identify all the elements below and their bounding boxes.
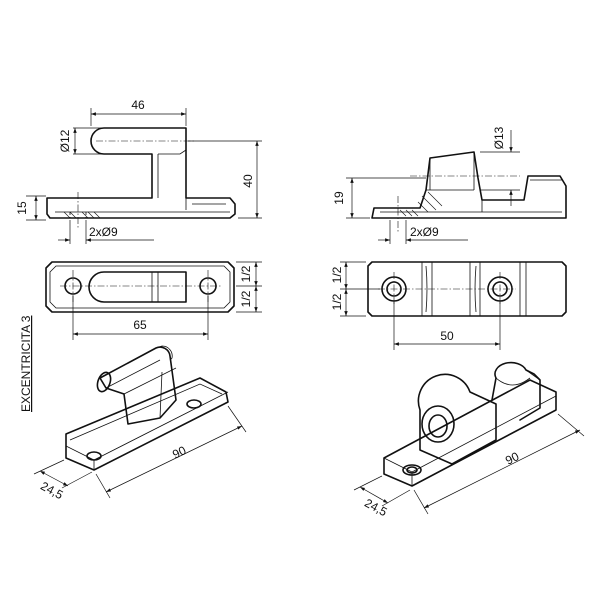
right-iso-base xyxy=(383,379,557,487)
eccentricity-label: EXCENTRICITA 3 xyxy=(19,315,33,412)
right-front-inner-lines xyxy=(380,152,562,213)
dim-15-label: 15 xyxy=(15,201,29,215)
left-dim-90-label: 90 xyxy=(170,443,188,462)
right-dim-90-line xyxy=(423,429,581,509)
dim-50-label: 50 xyxy=(440,329,454,343)
right-front-outline xyxy=(371,151,567,219)
left-iso-hole-1 xyxy=(86,451,102,461)
left-iso-pin xyxy=(99,346,177,425)
left-front-inner-lines xyxy=(55,149,230,213)
dim-right-half-top: 1/2 xyxy=(330,266,344,283)
left-dim-245-line xyxy=(39,470,69,487)
right-top-view: 1/2 1/2 50 xyxy=(330,261,567,350)
dim-19-label: 19 xyxy=(332,191,346,205)
right-iso-hole-1-outer xyxy=(402,464,422,476)
left-iso-pin-end xyxy=(96,371,112,393)
left-top-pin-step xyxy=(151,272,159,302)
right-dim-245-label: 24,5 xyxy=(362,496,389,519)
dim-left-half-bottom: 1/2 xyxy=(239,290,253,307)
right-iso-fork xyxy=(491,361,541,421)
dim-d13-label: Ø13 xyxy=(492,126,506,149)
right-dim-245-line xyxy=(359,486,389,504)
left-top-view: 1/2 1/2 65 xyxy=(45,261,262,340)
left-iso-base xyxy=(65,377,229,471)
right-iso-hole-1-inner xyxy=(406,466,418,474)
right-dim-holes-label: 2xØ9 xyxy=(410,225,439,239)
dim-d12-label: Ø12 xyxy=(58,129,72,152)
dim-65-label: 65 xyxy=(133,318,147,332)
left-section-hatch xyxy=(63,211,101,219)
right-iso-boss xyxy=(417,373,497,465)
dim-left-half-top: 1/2 xyxy=(239,265,253,282)
dim-40-label: 40 xyxy=(241,174,255,188)
left-top-inner-outline xyxy=(49,265,231,309)
dim-right-half-bottom: 1/2 xyxy=(330,293,344,310)
right-iso-view: 90 24,5 xyxy=(353,361,585,519)
left-top-outline xyxy=(45,261,235,313)
left-front-view: 46 Ø12 40 15 2xØ9 xyxy=(15,98,262,244)
left-dim-90-line xyxy=(105,425,243,493)
right-iso-fork-edges xyxy=(495,369,541,386)
dim-46-label: 46 xyxy=(131,98,145,112)
left-iso-base-edges xyxy=(65,383,229,470)
left-iso-view: 90 24,5 xyxy=(33,345,247,502)
right-top-outline xyxy=(367,261,567,317)
right-section-hatch xyxy=(399,191,443,217)
left-top-pin xyxy=(88,271,187,303)
dim-holes-label: 2xØ9 xyxy=(89,225,118,239)
left-hole-hidden-lines xyxy=(69,212,87,218)
right-front-view: Ø13 19 2xØ9 xyxy=(332,126,567,244)
left-iso-hole-2 xyxy=(186,399,202,409)
left-iso-pin-edges xyxy=(105,345,177,419)
right-dim-90-label: 90 xyxy=(503,449,522,468)
